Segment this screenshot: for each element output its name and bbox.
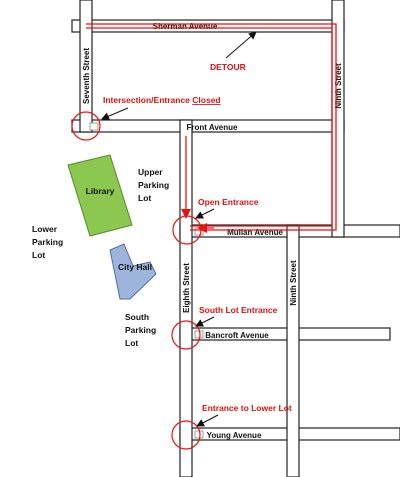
svg-text:Parking: Parking [138,180,169,190]
city-hall-building [109,243,157,300]
young-avenue-label: Young Avenue [207,431,262,440]
svg-text:Lower: Lower [32,224,58,234]
intersections [81,21,343,439]
svg-text:Lot: Lot [125,338,138,348]
lower-lot-pointer-arrow [196,414,219,427]
closed-pointer-arrow [101,107,129,120]
ninth-street-south-label: Ninth Street [289,260,298,306]
south-lot-pointer-arrow [195,316,215,327]
detour-route [86,23,337,233]
svg-text:South: South [125,312,149,322]
svg-text:Upper: Upper [138,167,163,177]
ninth-street-north-label: Ninth Street [334,63,343,109]
bancroft-avenue-label: Bancroft Avenue [205,331,269,340]
svg-text:Parking: Parking [125,325,156,335]
closed-intersection-note: Intersection/Entrance Closed [103,95,221,105]
svg-text:Lot: Lot [138,193,151,203]
open-entrance-circle [172,215,202,245]
eighth-street-label: Eighth Street [182,263,191,313]
lower-parking-lot-label: Lower Parking Lot [32,224,63,260]
south-parking-lot-label: South Parking Lot [125,312,156,348]
open-entrance-pointer-arrow [195,208,215,219]
svg-text:Lot: Lot [32,250,45,260]
closed-intersection-circle [71,111,101,141]
library-label: Library [86,186,115,196]
south-lot-entrance-circle [171,320,201,350]
sherman-avenue-label: Sherman Avenue [153,22,218,31]
front-avenue-label: Front Avenue [187,123,239,132]
ninth-street-south-road [286,224,300,477]
south-lot-entrance-note: South Lot Entrance [199,305,278,315]
seventh-street-road [79,0,93,133]
upper-parking-lot-label: Upper Parking Lot [138,167,169,203]
entrance-circles [71,111,202,450]
detour-pointer-arrow [225,31,257,59]
lower-lot-entrance-note: Entrance to Lower Lot [202,403,292,413]
detour-label: DETOUR [210,62,246,72]
seventh-street-label: Seventh Street [82,48,91,104]
lower-lot-entrance-circle [171,420,201,450]
library-building [67,154,133,237]
mullan-avenue-label: Mullan Avenue [227,228,283,237]
ninth-street-north-road [331,0,345,238]
city-hall-label: City Hall [118,262,152,272]
svg-text:Parking: Parking [32,237,63,247]
open-entrance-note: Open Entrance [198,197,259,207]
